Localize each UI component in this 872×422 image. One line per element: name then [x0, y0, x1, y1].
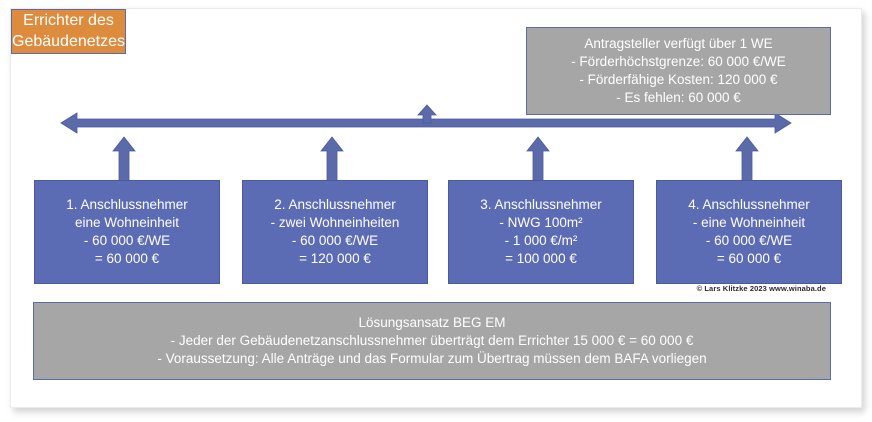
anschlussnehmer-1-line-1: 1. Anschlussnehmer [66, 197, 188, 213]
loesungsansatz-line-2: - Jeder der Gebäudenetzanschlussnehmer ü… [170, 333, 694, 349]
antragsteller-line-4: - Es fehlen: 60 000 € [616, 89, 741, 105]
anschlussnehmer-2-line-3: - 60 000 €/WE [291, 233, 379, 248]
loesungsansatz-line-3: - Voraussetzung: Alle Anträge und das Fo… [157, 350, 707, 366]
anschlussnehmer-4-line-4: = 60 000 € [716, 250, 782, 266]
anschlussnehmer-4-box: 4. Anschlussnehmer - eine Wohneinheit - … [656, 180, 842, 284]
anschlussnehmer-3-line-3: - 1 000 €/m² [504, 233, 578, 248]
anschlussnehmer-4-line-2: - eine Wohneinheit [692, 215, 806, 231]
up-arrow-from-anschlussnehmer-1 [112, 136, 136, 182]
errichter-line-2: Gebäudenetzes [12, 33, 125, 51]
antragsteller-line-2: - Förderhöchstgrenze: 60 000 €/WE [571, 54, 786, 70]
antragsteller-line-3: - Förderfähige Kosten: 120 000 € [579, 72, 778, 87]
loesungsansatz-box: Lösungsansatz BEG EM - Jeder der Gebäude… [33, 302, 831, 380]
anschlussnehmer-3-box: 3. Anschlussnehmer - NWG 100m² - 1 000 €… [448, 180, 634, 284]
anschlussnehmer-2-line-1: 2. Anschlussnehmer [274, 197, 396, 213]
anschlussnehmer-3-line-1: 3. Anschlussnehmer [480, 197, 602, 213]
anschlussnehmer-3-line-2: - NWG 100m² [499, 215, 583, 231]
anschlussnehmer-1-box: 1. Anschlussnehmer eine Wohneinheit - 60… [34, 180, 220, 284]
double-headed-horizontal-arrow [60, 112, 792, 134]
antragsteller-line-1: Antragsteller verfügt über 1 WE [584, 36, 773, 52]
anschlussnehmer-2-line-2: - zwei Wohneinheiten [270, 215, 400, 231]
up-arrow-from-anschlussnehmer-2 [320, 136, 344, 182]
up-arrow-to-errichter [417, 104, 437, 124]
anschlussnehmer-2-line-4: = 120 000 € [299, 250, 371, 266]
anschlussnehmer-1-line-4: = 60 000 € [94, 250, 160, 266]
antragsteller-info-box: Antragsteller verfügt über 1 WE - Förder… [526, 27, 831, 115]
up-arrow-from-anschlussnehmer-3 [526, 136, 550, 182]
errichter-line-1: Errichter des [23, 12, 114, 29]
up-arrow-from-anschlussnehmer-4 [735, 136, 759, 182]
anschlussnehmer-4-line-1: 4. Anschlussnehmer [688, 197, 810, 213]
diagram-canvas: Errichter des Gebäudenetzes Antragstelle… [10, 8, 862, 408]
anschlussnehmer-3-line-4: = 100 000 € [505, 250, 577, 266]
errichter-des-gebaeudenetzes-box: Errichter des Gebäudenetzes [11, 9, 126, 54]
anschlussnehmer-1-line-3: - 60 000 €/WE [83, 233, 171, 248]
anschlussnehmer-4-line-3: - 60 000 €/WE [705, 233, 793, 248]
anschlussnehmer-2-box: 2. Anschlussnehmer - zwei Wohneinheiten … [242, 180, 428, 284]
loesungsansatz-line-1: Lösungsansatz BEG EM [358, 315, 506, 331]
anschlussnehmer-1-line-2: eine Wohneinheit [74, 215, 180, 231]
copyright-notice: © Lars Klitzke 2023 www.winaba.de [696, 284, 826, 293]
